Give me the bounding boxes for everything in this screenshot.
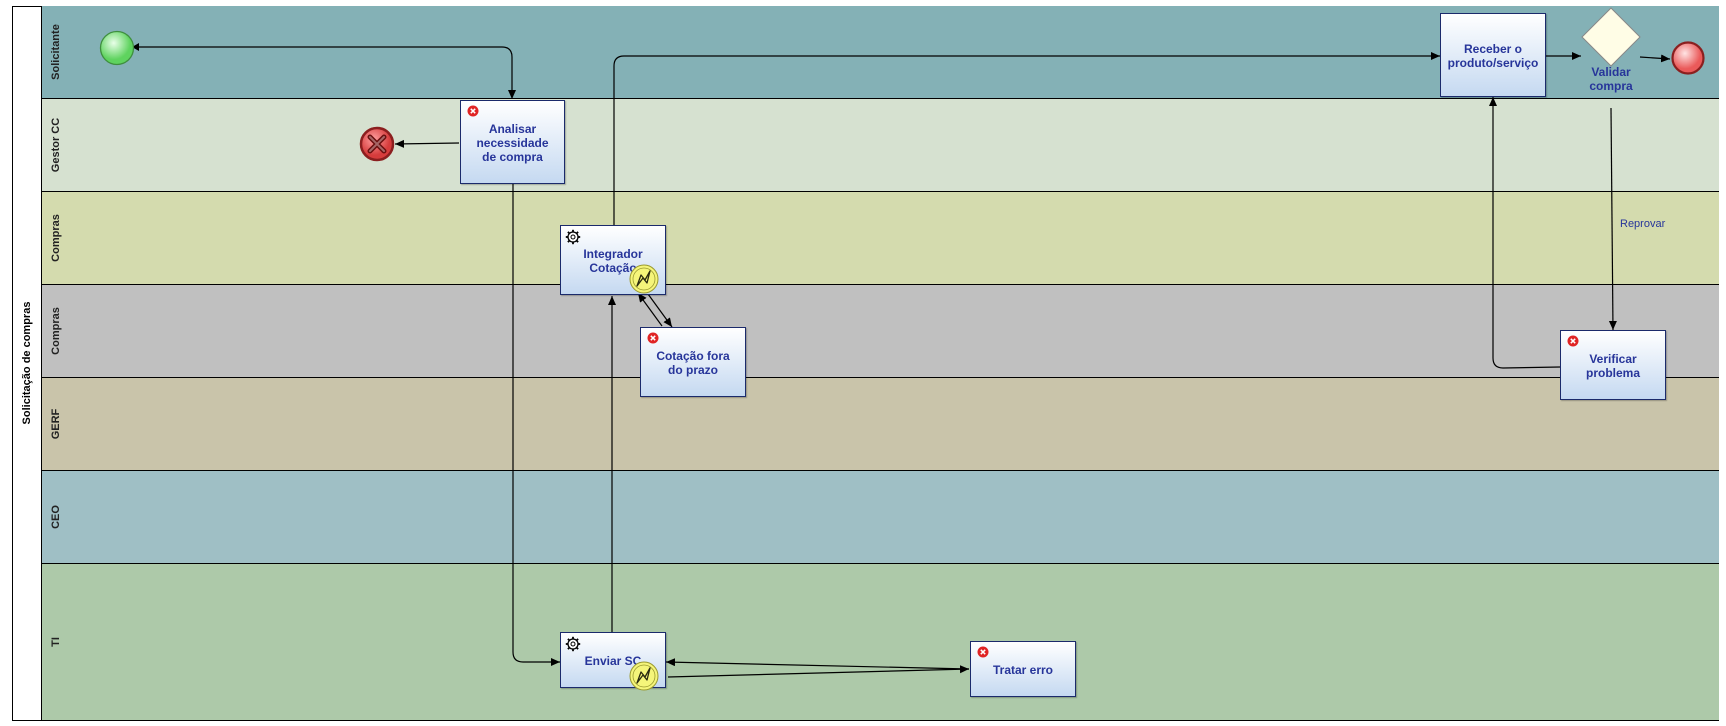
error-end-event[interactable]: [359, 126, 395, 162]
error-icon: [977, 646, 989, 658]
edge-label-reprovar: Reprovar: [1620, 218, 1666, 230]
lane-gestor-cc[interactable]: [41, 99, 1719, 192]
error-icon: [467, 105, 479, 117]
flow-cotacao-integrador: [637, 292, 663, 327]
task-tratar-erro[interactable]: Tratar erro: [970, 641, 1076, 697]
error-icon: [647, 332, 659, 344]
lane-ti[interactable]: [41, 564, 1719, 721]
task-verificar-problema[interactable]: Verificar problema: [1560, 330, 1666, 400]
task-integrador-cotacao[interactable]: Integrador Cotação: [560, 225, 666, 295]
lane-gerf[interactable]: [41, 378, 1719, 471]
flow-integrador-receber: [613, 52, 1440, 226]
gear-icon: [565, 229, 581, 245]
task-cotacao-fora-prazo[interactable]: Cotação fora do prazo: [640, 327, 746, 397]
task-label: Receber o produto/serviço: [1447, 42, 1539, 70]
lane-ceo[interactable]: [41, 471, 1719, 564]
flow-bolt-tratar: [667, 665, 970, 678]
flow-gateway-end: [1639, 54, 1671, 63]
flow-tratar-enviar: [665, 658, 970, 670]
task-label: Integrador Cotação: [583, 247, 643, 275]
task-label: Cotação fora do prazo: [656, 349, 730, 377]
gear-icon: [565, 636, 581, 652]
gateway-validar-compra[interactable]: [1580, 6, 1642, 68]
task-label: Enviar SC: [584, 654, 642, 668]
start-event[interactable]: [99, 30, 135, 66]
flow-start-analisar: [135, 46, 516, 99]
flow-analisar-error: [394, 139, 460, 148]
pool-header: [12, 6, 42, 721]
lane-compras-2[interactable]: [41, 285, 1719, 378]
task-receber-produto[interactable]: Receber o produto/serviço: [1440, 13, 1546, 97]
task-label: Tratar erro: [992, 663, 1054, 677]
error-icon: [1567, 335, 1579, 347]
task-label: Verificar problema: [1585, 352, 1640, 380]
lane-compras-1[interactable]: [41, 192, 1719, 285]
lightning-icon[interactable]: [629, 264, 659, 294]
flow-verificar-receber: [1489, 97, 1561, 369]
task-analisar-necessidade[interactable]: Analisar necessidade de compra: [460, 100, 565, 184]
lightning-icon[interactable]: [629, 661, 659, 691]
end-event[interactable]: [1670, 40, 1706, 76]
gateway-label: Validar compra: [1589, 65, 1633, 93]
flow-analisar-enviar: [512, 184, 560, 666]
flow-gateway-verificar: [1608, 107, 1617, 331]
task-label: Analisar necessidade de compra: [476, 122, 549, 164]
flow-bolt-cotacao: [647, 293, 673, 328]
